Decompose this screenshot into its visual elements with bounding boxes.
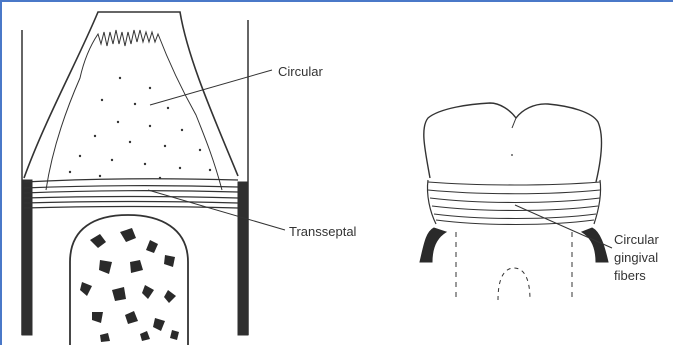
tooth-crown-outline: [424, 103, 602, 182]
circular-leader-line: [150, 70, 272, 105]
tooth-circular-fibers-diagram: [420, 103, 612, 300]
label-transseptal: Transseptal: [289, 224, 357, 239]
epithelium-rete-pegs: [46, 30, 222, 190]
interdental-papilla-outline: [24, 12, 238, 178]
label-circular-gingival-fibers: Circular gingival fibers: [614, 232, 659, 283]
transseptal-fibers: [24, 179, 238, 208]
tooth-crown-mark: [511, 154, 513, 156]
circular-gingival-fiber-band: [428, 182, 600, 225]
left-gingival-margin: [420, 228, 446, 262]
pulp-dashed-outline: [498, 268, 530, 300]
right-root-dentin: [238, 182, 248, 335]
label-circular-gingival-line-2: gingival: [614, 250, 658, 265]
label-circular: Circular: [278, 64, 323, 79]
connective-tissue-stippling: [69, 77, 211, 179]
band-left-edge: [427, 180, 436, 224]
tooth-crown-groove: [512, 118, 516, 128]
label-circular-gingival-line-1: Circular: [614, 232, 659, 247]
cancellous-bone-marrow: [80, 228, 179, 342]
label-circular-gingival-line-3: fibers: [614, 268, 646, 283]
interdental-section-diagram: [22, 12, 285, 345]
band-right-edge: [594, 180, 601, 224]
